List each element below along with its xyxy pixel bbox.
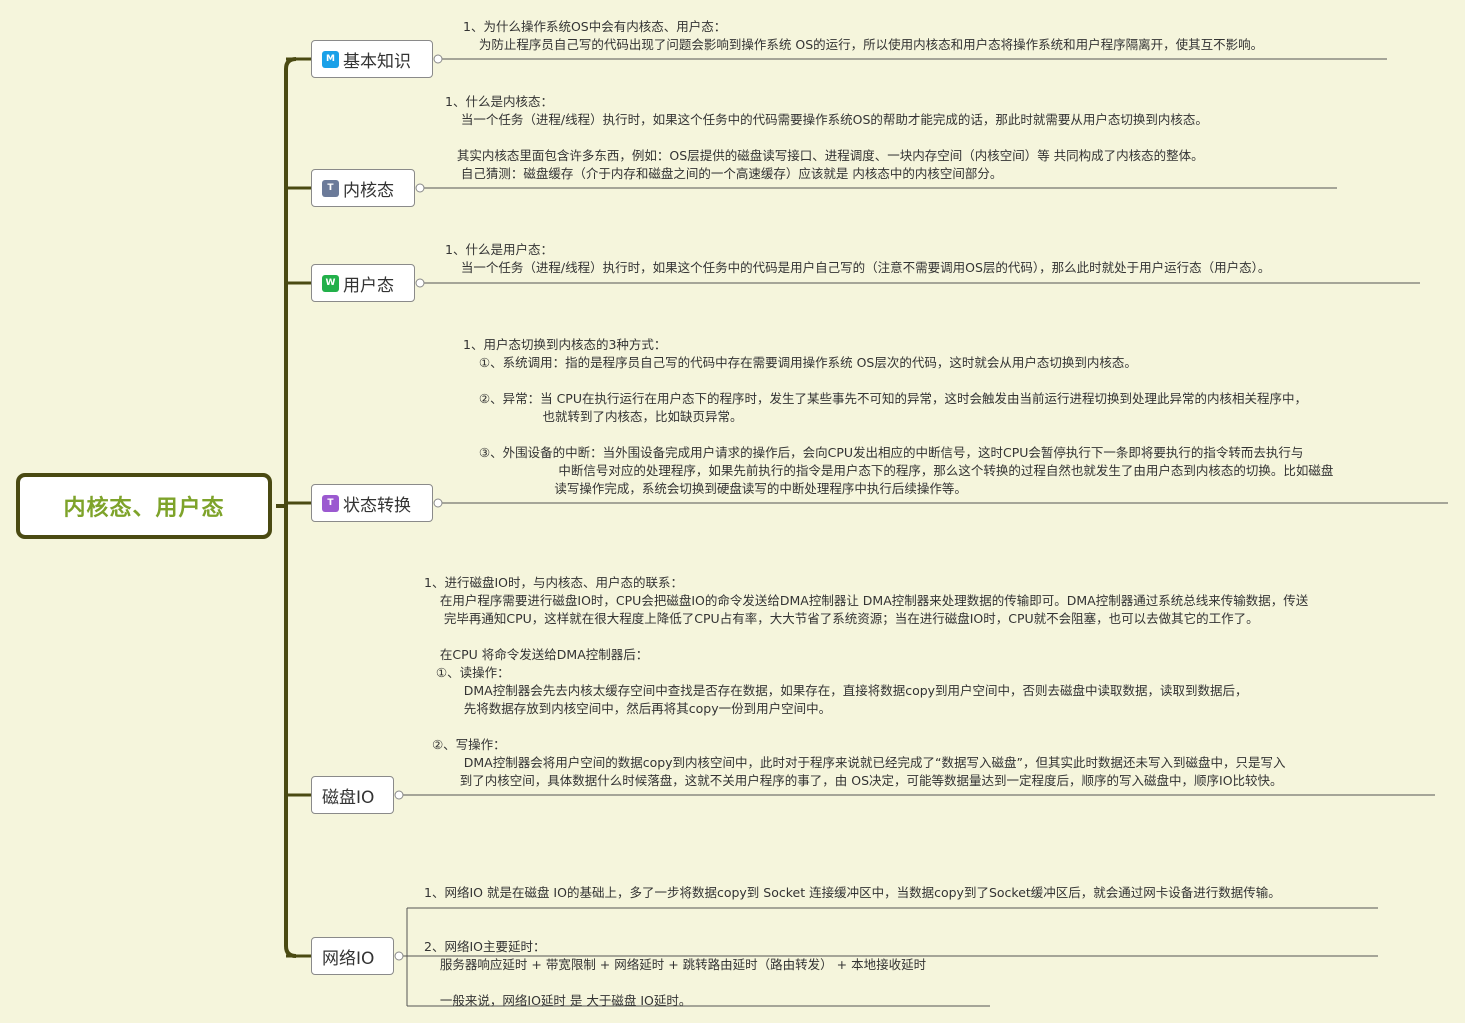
wechat-icon: W [322,274,339,292]
note-line [424,920,1281,938]
note-line: ①、系统调用：指的是程序员自己写的代码中存在需要调用操作系统 OS层次的代码，这… [463,355,1137,370]
note-line: 1、什么是用户态： [445,242,553,257]
note-line: 也就转到了内核态，比如缺页异常。 [463,409,743,424]
note-line [424,974,1281,992]
note-line: 1、为什么操作系统OS中会有内核态、用户态： [463,19,727,34]
collapse-toggle-icon[interactable] [394,951,404,961]
note-line: 当一个任务（进程/线程）执行时，如果这个任务中的代码需要操作系统OS的帮助才能完… [445,112,1208,127]
note-line: 服务器响应延时 + 带宽限制 + 网络延时 + 跳转路由延时（路由转发） + 本… [424,957,927,972]
branch-notes: 1、网络IO 就是在磁盘 IO的基础上，多了一步将数据copy到 Socket … [424,884,1281,1010]
note-line [445,129,1208,147]
note-line: DMA控制器会将用户空间的数据copy到内核空间中，此时对于程序来说就已经完成了… [424,755,1286,770]
note-line [424,902,1281,920]
note-line: 为防止程序员自己写的代码出现了问题会影响到操作系统 OS的运行，所以使用内核态和… [463,37,1264,52]
note-line: 其实内核态里面包含许多东西，例如：OS层提供的磁盘读写接口、进程调度、一块内存空… [445,148,1204,163]
branch-label: 内核态 [343,180,394,201]
note-line: 先将数据存放到内核空间中，然后再将其copy一份到用户空间中。 [424,701,832,716]
collapse-toggle-icon[interactable] [415,183,425,193]
branch-notes: 1、什么是用户态： 当一个任务（进程/线程）执行时，如果这个任务中的代码是用户自… [445,241,1270,277]
note-line: 完毕再通知CPU，这样就在很大程度上降低了CPU占有率，大大节省了系统资源；当在… [424,611,1259,626]
note-line [424,628,1308,646]
collapse-toggle-icon[interactable] [433,54,443,64]
note-line [463,426,1333,444]
note-line: 当一个任务（进程/线程）执行时，如果这个任务中的代码是用户自己写的（注意不需要调… [445,260,1271,275]
note-line: 一般来说，网络IO延时 是 大于磁盘 IO延时。 [424,993,692,1008]
branch-node[interactable]: 网络IO [311,937,394,975]
note-line: ②、异常：当 CPU在执行运行在用户态下的程序时，发生了某些事先不可知的异常，这… [463,391,1307,406]
note-line [463,372,1333,390]
branch-label: 状态转换 [343,495,411,516]
note-line: 自己猜测：磁盘缓存（介于内存和磁盘之间的一个高速缓存）应该就是 内核态中的内核空… [445,166,1003,181]
branch-label: 磁盘IO [322,787,375,808]
note-line: ①、读操作： [424,665,510,680]
collapse-toggle-icon[interactable] [415,278,425,288]
note-line: 1、网络IO 就是在磁盘 IO的基础上，多了一步将数据copy到 Socket … [424,885,1281,900]
branch-notes: 1、用户态切换到内核态的3种方式： ①、系统调用：指的是程序员自己写的代码中存在… [463,336,1333,498]
note-line: 中断信号对应的处理程序，如果先前执行的指令是用户态下的程序，那么这个转换的过程自… [463,463,1334,478]
collapse-toggle-icon[interactable] [394,790,404,800]
note-line: 在用户程序需要进行磁盘IO时，CPU会把磁盘IO的命令发送给DMA控制器让 DM… [424,593,1309,608]
note-line: 在CPU 将命令发送给DMA控制器后： [424,647,649,662]
spine-connector [284,57,297,958]
root-topic[interactable]: 内核态、用户态 [16,473,272,539]
branch-node[interactable]: 磁盘IO [311,776,394,814]
topic-icon: T [322,494,339,512]
collapse-toggle-icon[interactable] [433,498,443,508]
note-line: DMA控制器会先去内核太缓存空间中查找是否存在数据，如果存在，直接将数据copy… [424,683,1248,698]
note-line: 读写操作完成，系统会切换到硬盘读写的中断处理程序中执行后续操作等。 [463,481,967,496]
branch-label: 用户态 [343,275,394,296]
mindmap-icon: M [322,50,339,68]
branch-label: 基本知识 [343,51,411,72]
note-line: 到了内核空间，具体数据什么时候落盘，这就不关用户程序的事了，由 OS决定，可能等… [424,773,1283,788]
note-line: 1、进行磁盘IO时，与内核态、用户态的联系： [424,575,683,590]
branch-label: 网络IO [322,948,375,969]
branch-notes: 1、什么是内核态： 当一个任务（进程/线程）执行时，如果这个任务中的代码需要操作… [445,93,1208,183]
root-title: 内核态、用户态 [63,496,225,521]
note-line: 1、用户态切换到内核态的3种方式： [463,337,667,352]
note-line: 1、什么是内核态： [445,94,553,109]
branch-notes: 1、进行磁盘IO时，与内核态、用户态的联系： 在用户程序需要进行磁盘IO时，CP… [424,574,1308,790]
note-line: 2、网络IO主要延时： [424,939,546,954]
topic-icon: T [322,179,339,197]
branch-notes: 1、为什么操作系统OS中会有内核态、用户态： 为防止程序员自己写的代码出现了问题… [463,18,1263,54]
note-line: ③、外围设备的中断：当外围设备完成用户请求的操作后，会向CPU发出相应的中断信号… [463,445,1304,460]
note-line: ②、写操作： [424,737,506,752]
note-line [424,718,1308,736]
